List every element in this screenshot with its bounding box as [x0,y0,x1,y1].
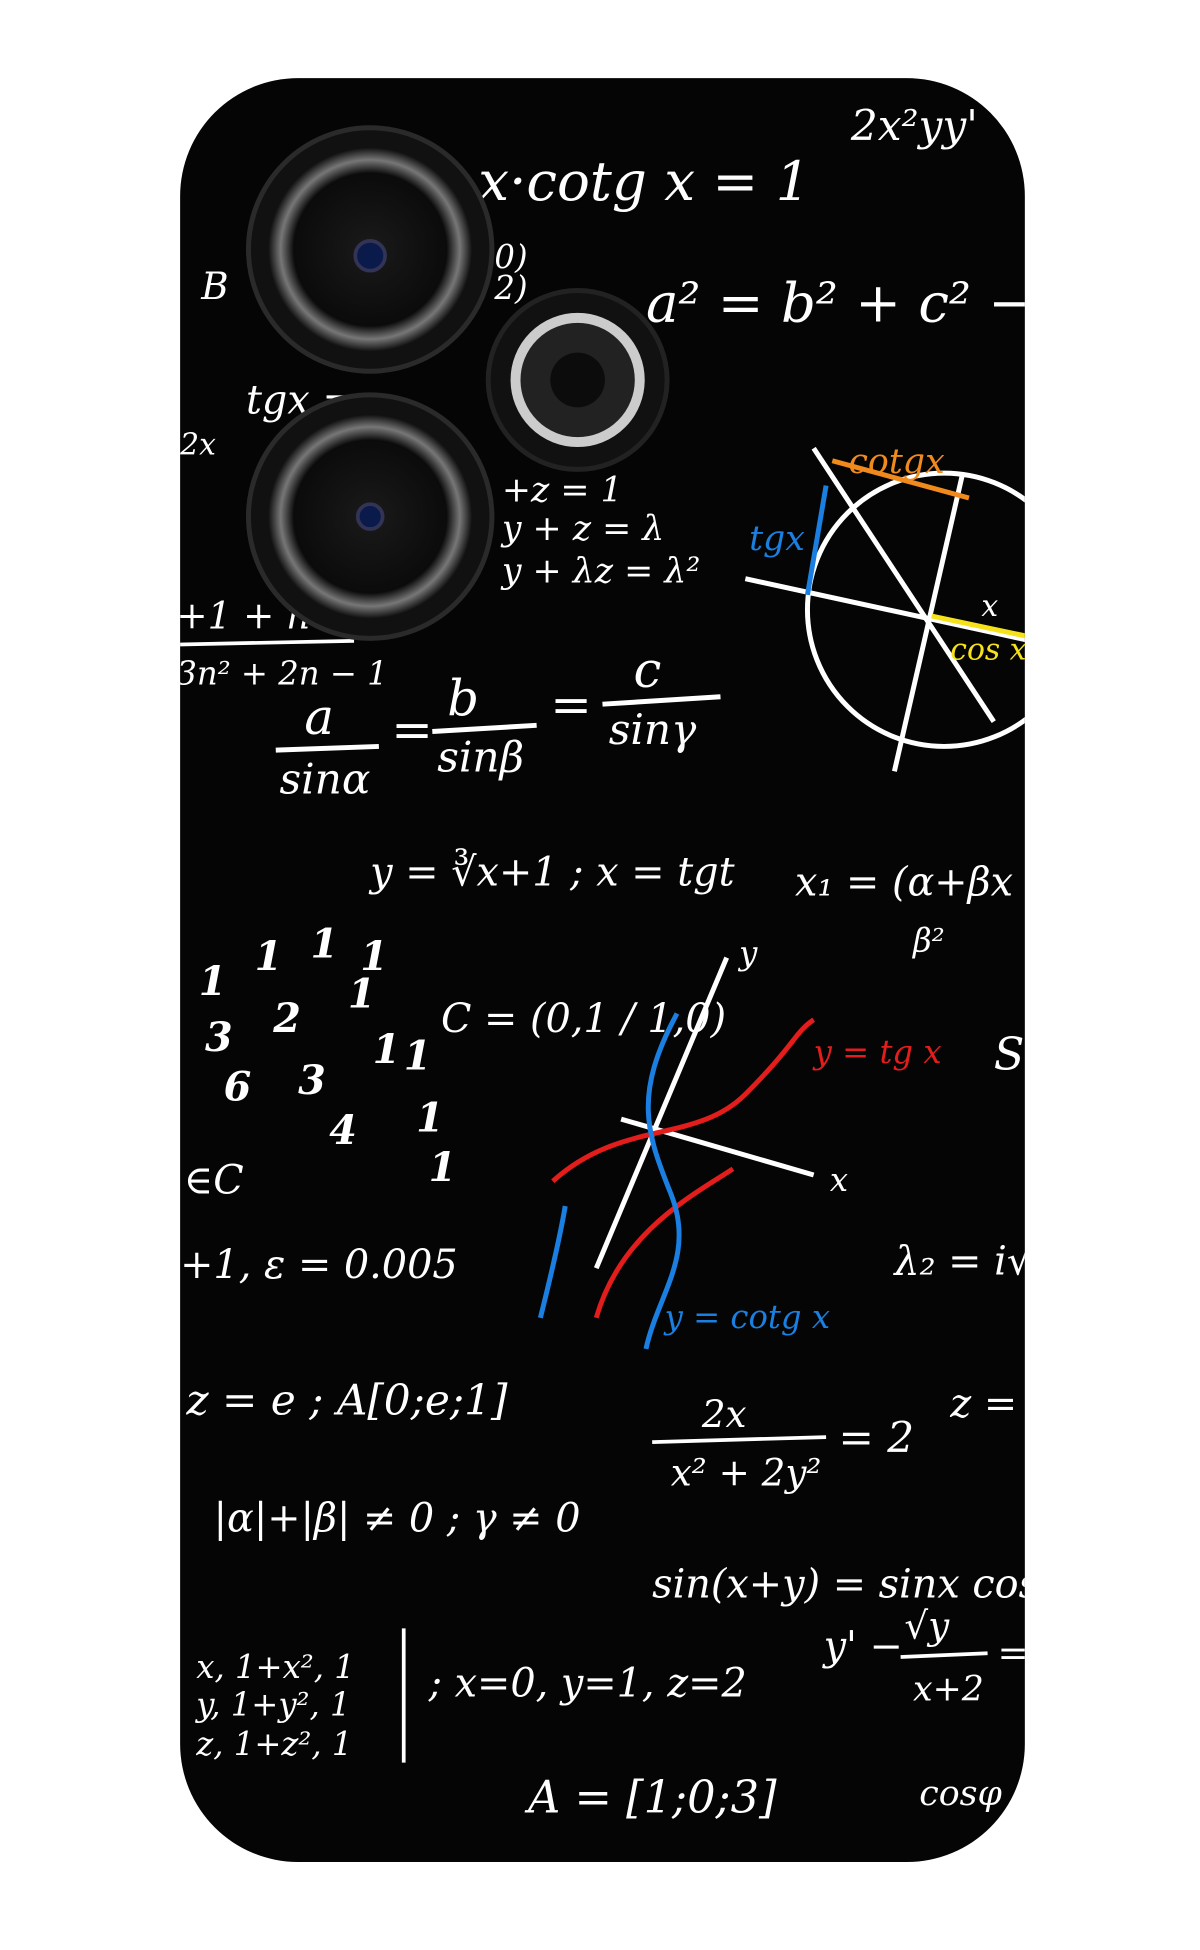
formula: y = ∛x+1 ; x = tgt [368,848,735,896]
triangle-number: 1 [348,971,376,1017]
formula: = [391,700,433,758]
triangle-number: 1 [199,959,227,1005]
formula: x² + 2y² [671,1451,822,1495]
formula: x, 1+x², 1 [196,1648,355,1686]
formula: y + λz = λ² [500,551,700,591]
formula: y' − [822,1623,903,1669]
formula: c [634,641,662,699]
formula: B [200,264,228,308]
formula: |α|+|β| ≠ 0 ; γ ≠ 0 [214,1496,581,1542]
triangle-number: 3 [205,1015,233,1061]
formula: 2x [179,428,216,463]
triangle-number: 4 [329,1108,357,1154]
formula: sinα [280,755,371,804]
camera-module [245,125,670,641]
formula: +z = 1 [502,471,623,511]
number-triangle: 1 1 1 1 2 1 3 1 6 3 1 4 1 1 [199,922,456,1192]
graph-axis-y: y [737,934,758,972]
label-cosx: cos x [950,632,1026,667]
formula: √y [904,1603,950,1647]
formula: x·cotg x = 1 [478,149,810,213]
triangle-number: 1 [311,922,339,968]
math-print: 2x²yy' x·cotg x = 1 B 0) 2) a² = b² + c²… [176,101,1121,1823]
formula: a [304,688,334,746]
formula: a² = b² + c² − 2b [646,271,1121,335]
label-cotgx: cotgx [848,442,945,482]
formula: sinβ [437,732,524,781]
formula: C = (0,1 / 1,0) [441,996,726,1042]
formula: ∈C [184,1158,244,1204]
triangle-number: 1 [255,934,283,980]
label-y-cotgx: y = cotg x [663,1298,830,1336]
formula: x+2 [913,1669,984,1709]
formula: x [981,589,998,624]
formula: A = [1;0;3] [524,1770,777,1823]
label-y-tgx: y = tg x [812,1033,942,1071]
formula: 2x [701,1392,747,1436]
formula: β² [911,921,945,959]
formula: y, 1+y², 1 [194,1685,350,1723]
label-tgx: tgx [749,519,805,559]
triangle-number: 1 [373,1027,401,1073]
formula: sin(x+y) = sinx cosy [652,1561,1062,1607]
formula: y + z = λ [500,509,664,549]
formula: 2x²yy' [850,101,978,150]
formula: ; x=0, y=1, z=2 [428,1661,747,1707]
triangle-number: 1 [416,1096,444,1142]
formula: cosφ = [919,1774,1042,1814]
formula: = [998,1631,1029,1675]
formula: b [447,669,479,727]
formula: z, 1+z², 1 [195,1725,352,1763]
triangle-number: 3 [298,1058,326,1104]
formula: +1, ε = 0.005 [180,1242,458,1288]
triangle-number: 1 [429,1145,457,1191]
formula: x₁ = (α+βx [795,859,1013,905]
formula: 2) [493,269,527,307]
graph-axis-x: x [830,1161,848,1199]
triangle-number: 6 [224,1064,252,1110]
unit-circle-diagram [744,446,1025,772]
formula: z = e ; A[0;e;1] [185,1376,508,1425]
formula: S [994,1027,1025,1080]
formula: = [550,676,592,734]
triangle-number: 1 [360,934,388,980]
triangle-number: 1 [404,1033,432,1079]
formula: 3n² + 2n − 1 [176,654,387,692]
triangle-number: 2 [272,996,301,1042]
tangent-graph [537,956,816,1350]
formula: sinγ [609,705,697,754]
formula: = 2 [839,1413,915,1462]
formula: z = [949,1381,1017,1427]
formula: 0) [494,238,527,276]
formula: λ₂ = i√ [892,1238,1032,1284]
